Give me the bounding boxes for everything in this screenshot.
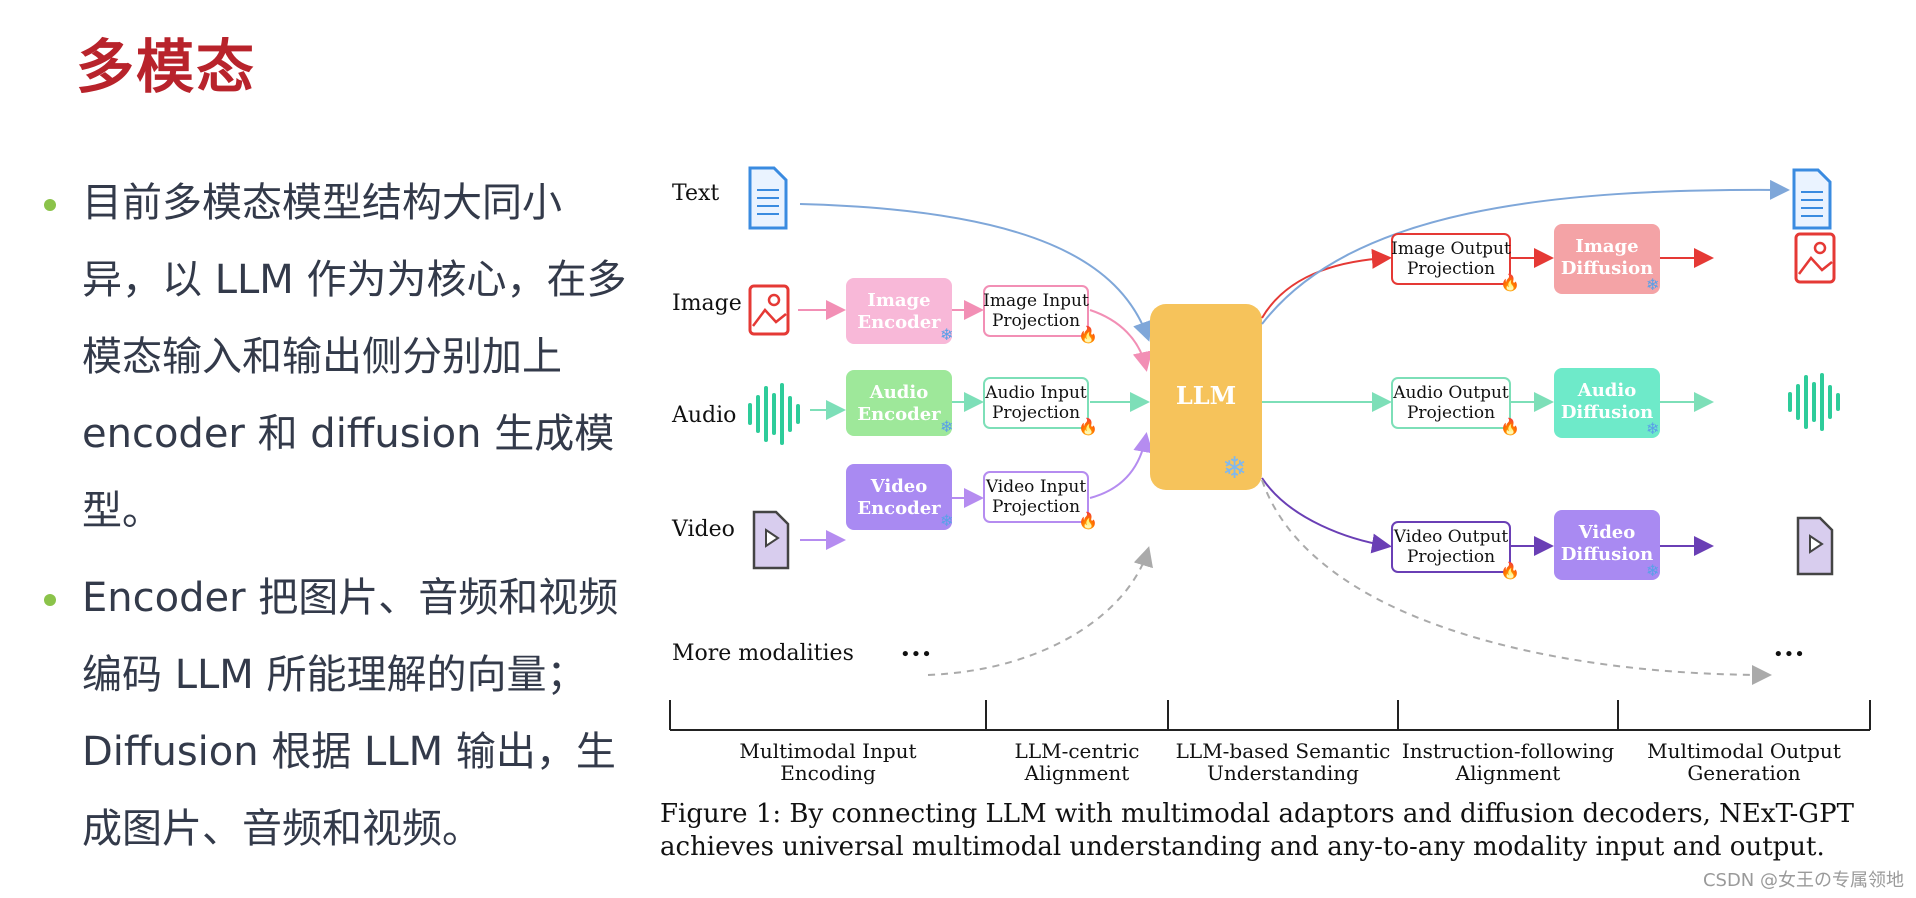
stage-label: Encoding — [780, 761, 876, 785]
snowflake-icon: ❄ — [940, 325, 953, 344]
page-title: 多模态 — [76, 33, 257, 101]
stage-label: LLM-centric — [1015, 739, 1140, 763]
video-input-projection-line2: Projection — [992, 497, 1080, 517]
arrow — [1261, 179, 1790, 325]
snowflake-icon: ❄ — [1646, 561, 1659, 580]
image-diffusion-line2: Diffusion — [1561, 258, 1653, 279]
llm-box: LLM ❄ — [1150, 304, 1262, 490]
arrow — [1089, 432, 1154, 499]
snowflake-icon: ❄ — [1222, 451, 1247, 486]
video-encoder-line2: Encoder — [857, 498, 941, 519]
video-diffusion-line1: Video — [1578, 522, 1636, 543]
video-output-projection-line1: Video Output — [1393, 527, 1509, 547]
stage-label: LLM-based Semantic — [1176, 739, 1391, 763]
fire-icon: 🔥 — [1500, 273, 1520, 292]
image-input-projection-line1: Image Input — [983, 291, 1089, 311]
audio-encoder-line2: Encoder — [857, 404, 941, 425]
audio-input-projection-line1: Audio Input — [984, 383, 1087, 403]
image-output-projection-line2: Projection — [1407, 259, 1495, 279]
image-input-projection-box: Image Input Projection 🔥 — [983, 285, 1098, 344]
video-file-icon — [1796, 516, 1834, 576]
video-encoder-box: Video Encoder ❄ — [846, 464, 953, 530]
fire-icon: 🔥 — [1500, 417, 1520, 436]
video-diffusion-box: Video Diffusion ❄ — [1554, 510, 1660, 580]
image-diffusion-box: Image Diffusion ❄ — [1554, 224, 1660, 294]
modality-label-text: Text — [672, 181, 719, 206]
stage-label: Multimodal Input — [739, 739, 916, 763]
arrow — [1261, 477, 1392, 554]
text-document-icon — [748, 166, 788, 230]
more-dots-input: ••• — [900, 644, 932, 665]
audio-output-projection-line2: Projection — [1407, 403, 1495, 423]
fire-icon: 🔥 — [1078, 511, 1098, 530]
arrow — [1089, 309, 1153, 372]
stage-labels: Multimodal Input Encoding LLM-centric Al… — [739, 739, 1840, 785]
fire-icon: 🔥 — [1078, 325, 1098, 344]
bullet-item: 目前多模态模型结构大同小异，以 LLM 作为为核心，在多模态输入和输出侧分别加上… — [40, 165, 640, 550]
video-encoder-line1: Video — [870, 476, 928, 497]
audio-waveform-icon — [748, 383, 800, 445]
audio-input-projection-box: Audio Input Projection 🔥 — [983, 377, 1098, 436]
audio-input-projection-line2: Projection — [992, 403, 1080, 423]
audio-encoder-line1: Audio — [869, 382, 928, 403]
modality-label-more: More modalities — [672, 641, 854, 666]
audio-diffusion-box: Audio Diffusion ❄ — [1554, 368, 1660, 438]
audio-diffusion-line1: Audio — [1577, 380, 1636, 401]
snowflake-icon: ❄ — [940, 417, 953, 436]
stage-label: Understanding — [1207, 761, 1359, 785]
audio-output-projection-box: Audio Output Projection 🔥 — [1391, 377, 1520, 436]
modality-label-video: Video — [671, 517, 735, 542]
video-output-projection-line2: Projection — [1407, 547, 1495, 567]
modality-label-audio: Audio — [671, 403, 736, 428]
image-icon — [748, 284, 790, 336]
image-input-projection-line2: Projection — [992, 311, 1080, 331]
video-output-projection-box: Video Output Projection 🔥 — [1391, 521, 1520, 580]
stage-label: Alignment — [1024, 761, 1130, 785]
image-encoder-box: Image Encoder ❄ — [846, 278, 953, 344]
bullet-text: 目前多模态模型结构大同小异，以 LLM 作为为核心，在多模态输入和输出侧分别加上… — [82, 180, 627, 534]
image-encoder-line2: Encoder — [857, 312, 941, 333]
arrow — [927, 546, 1153, 676]
video-diffusion-line2: Diffusion — [1561, 544, 1653, 565]
bullet-list: 目前多模态模型结构大同小异，以 LLM 作为为核心，在多模态输入和输出侧分别加上… — [40, 165, 640, 878]
more-dots-output: ••• — [1773, 644, 1805, 665]
llm-label: LLM — [1176, 381, 1236, 410]
audio-diffusion-line2: Diffusion — [1561, 402, 1653, 423]
stage-label: Instruction-following — [1402, 739, 1615, 763]
stage-label: Multimodal Output — [1647, 739, 1841, 763]
image-output-projection-box: Image Output Projection 🔥 — [1391, 233, 1520, 292]
video-file-icon — [752, 510, 790, 570]
snowflake-icon: ❄ — [940, 511, 953, 530]
image-diffusion-line1: Image — [1575, 236, 1638, 257]
modality-label-image: Image — [672, 291, 742, 316]
watermark: CSDN @女王の专属领地 — [1702, 870, 1904, 891]
stage-label: Alignment — [1455, 761, 1561, 785]
bullet-item: Encoder 把图片、音频和视频编码 LLM 所能理解的向量；Diffusio… — [40, 560, 640, 868]
bullet-dot-icon — [44, 594, 56, 606]
bullet-dot-icon — [44, 199, 56, 211]
snowflake-icon: ❄ — [1646, 419, 1659, 438]
image-output-projection-line1: Image Output — [1391, 239, 1511, 259]
audio-waveform-icon — [1788, 373, 1840, 431]
fire-icon: 🔥 — [1500, 561, 1520, 580]
image-encoder-line1: Image — [867, 290, 930, 311]
video-input-projection-box: Video Input Projection 🔥 — [983, 471, 1098, 530]
snowflake-icon: ❄ — [1646, 275, 1659, 294]
audio-output-projection-line1: Audio Output — [1392, 383, 1509, 403]
arrow — [799, 203, 1152, 342]
stage-axis — [669, 700, 1871, 731]
audio-encoder-box: Audio Encoder ❄ — [846, 370, 953, 436]
text-document-icon — [1792, 168, 1832, 230]
bullet-text: Encoder 把图片、音频和视频编码 LLM 所能理解的向量；Diffusio… — [82, 575, 619, 852]
nextgpt-architecture-diagram: Text Image Audio Video More modalities •… — [669, 166, 1871, 785]
fire-icon: 🔥 — [1078, 417, 1098, 436]
stage-label: Generation — [1687, 761, 1800, 785]
video-input-projection-line1: Video Input — [985, 477, 1086, 497]
arrow — [1261, 479, 1772, 685]
figure-caption: Figure 1: By connecting LLM with multimo… — [660, 799, 1854, 862]
image-icon — [1794, 232, 1836, 284]
